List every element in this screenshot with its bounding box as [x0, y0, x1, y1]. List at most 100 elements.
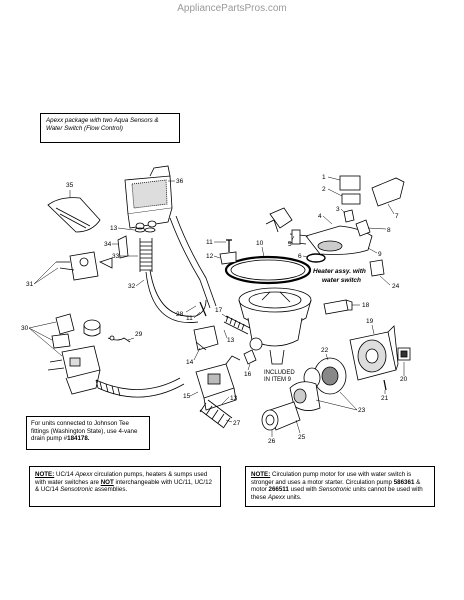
- callout-label: 23: [358, 407, 366, 414]
- note-text: units.: [285, 493, 302, 501]
- callout-17: 17: [215, 307, 229, 319]
- included-caption-line2: IN ITEM 9: [264, 377, 292, 383]
- callout-13c: 13: [221, 395, 238, 405]
- part-check-valve: [193, 325, 219, 351]
- note-text: Apexx: [267, 493, 286, 501]
- part-drain-pump: [195, 355, 241, 411]
- callout-3: 3: [336, 206, 346, 214]
- part-filter-cover: [47, 197, 101, 233]
- callout-label: 10: [256, 240, 264, 247]
- callout-label: 33: [112, 253, 120, 260]
- callout-6: 6: [298, 253, 309, 260]
- part-sump-assembly: [238, 287, 312, 365]
- part-o-ring: [306, 253, 326, 263]
- part-detergent-sensor: [51, 313, 101, 349]
- callout-30: 30: [21, 321, 63, 357]
- callout-label: 29: [135, 331, 143, 338]
- note-label: NOTE:: [251, 471, 271, 478]
- callout-label: 36: [176, 178, 184, 185]
- callout-35: 35: [66, 182, 74, 198]
- callout-label: 11: [186, 315, 193, 322]
- note-text: Circulation pump motor for use with wate…: [251, 471, 412, 486]
- callout-18: 18: [352, 302, 370, 309]
- part-bellows: [223, 315, 251, 335]
- note-text: units cannot be used with these: [251, 486, 423, 501]
- callout-label: 3: [336, 206, 340, 213]
- callout-label: 15: [183, 393, 191, 400]
- callout-2: 2: [322, 186, 343, 197]
- callout-label: 14: [186, 359, 194, 366]
- callout-label: 13: [230, 395, 238, 402]
- callout-20: 20: [400, 362, 408, 383]
- callout-label: 25: [298, 434, 306, 441]
- callout-16: 16: [244, 363, 252, 378]
- included-caption-line1: INCLUDED: [264, 370, 295, 376]
- callout-label: 17: [215, 307, 223, 314]
- callout-label: 16: [244, 371, 252, 378]
- callout-label: 18: [362, 302, 370, 309]
- callout-label: 31: [26, 281, 34, 288]
- callout-label: 13: [227, 337, 235, 344]
- part-water-switch: [339, 175, 405, 237]
- callout-36: 36: [168, 178, 184, 185]
- callout-29: 29: [127, 331, 143, 341]
- callout-label: 27: [233, 420, 241, 427]
- callout-4: 4: [318, 213, 333, 225]
- callout-label: 6: [298, 253, 302, 260]
- callout-21: 21: [381, 390, 389, 402]
- callout-label: 7: [395, 213, 399, 220]
- callout-34: 34: [104, 241, 118, 248]
- johnson-note-text: For units connected to Johnson Tee fitti…: [31, 420, 138, 443]
- callout-label: 2: [322, 186, 326, 193]
- callout-10: 10: [256, 240, 265, 258]
- callout-13b: 13: [223, 329, 235, 344]
- callout-label: 28: [176, 311, 184, 318]
- part-clip: [219, 251, 237, 265]
- note-text: Sensotronic: [60, 486, 93, 494]
- callout-label: 11: [206, 239, 213, 246]
- part-motor-screw: [383, 379, 387, 391]
- part-sensor-bracket: [265, 207, 293, 233]
- note-text: Apexx: [75, 471, 93, 478]
- part-pump-adapter: [261, 401, 301, 431]
- callout-24: 24: [379, 275, 400, 290]
- heater-caption-line2: water switch: [322, 277, 361, 284]
- site-watermark: AppliancePartsPros.com: [177, 3, 287, 14]
- callout-12: 12: [206, 253, 221, 260]
- part-screw: [199, 239, 232, 317]
- callout-label: 35: [66, 182, 74, 189]
- callout-33: 33: [112, 253, 138, 260]
- note-text: & motor: [251, 478, 421, 494]
- callout-label: 12: [206, 253, 214, 260]
- callout-27: 27: [225, 419, 241, 427]
- callout-25: 25: [295, 419, 306, 441]
- note-label: NOTE:: [35, 471, 55, 478]
- callout-5: 5: [288, 235, 295, 248]
- part-heater-assembly: [287, 225, 373, 255]
- callout-label: 22: [321, 347, 329, 354]
- callout-label: 34: [104, 241, 112, 248]
- note-text: interchangeable with UC/11, UC/12 & UC/1…: [35, 478, 212, 494]
- part-relay: [369, 259, 385, 277]
- callout-11b: 11: [186, 311, 201, 322]
- callout-31: 31: [26, 261, 59, 288]
- callout-label: 1: [322, 174, 326, 181]
- apexx-note-text: Apexx package with two Aqua Sensors & Wa…: [46, 117, 159, 132]
- part-water-softener: [124, 165, 173, 230]
- part-grommet: [243, 349, 257, 365]
- part-hose-clamps: [134, 227, 156, 233]
- johnson-part-number: 184178.: [67, 435, 90, 443]
- part-aqua-sensor: [56, 251, 113, 281]
- callout-23: 23: [315, 391, 366, 414]
- callout-label: 20: [400, 376, 408, 383]
- note-text: assemblies.: [92, 486, 128, 494]
- note-text: used with: [288, 486, 319, 494]
- note-text: circulation pumps, heaters & sumps used …: [35, 471, 208, 486]
- note-emphasis: NOT: [100, 478, 114, 486]
- callout-label: 30: [21, 325, 29, 332]
- callout-22: 22: [321, 347, 329, 361]
- note-text: Sensotronic: [318, 486, 352, 494]
- callout-label: 32: [128, 283, 136, 290]
- part-pump-housing: [289, 381, 321, 411]
